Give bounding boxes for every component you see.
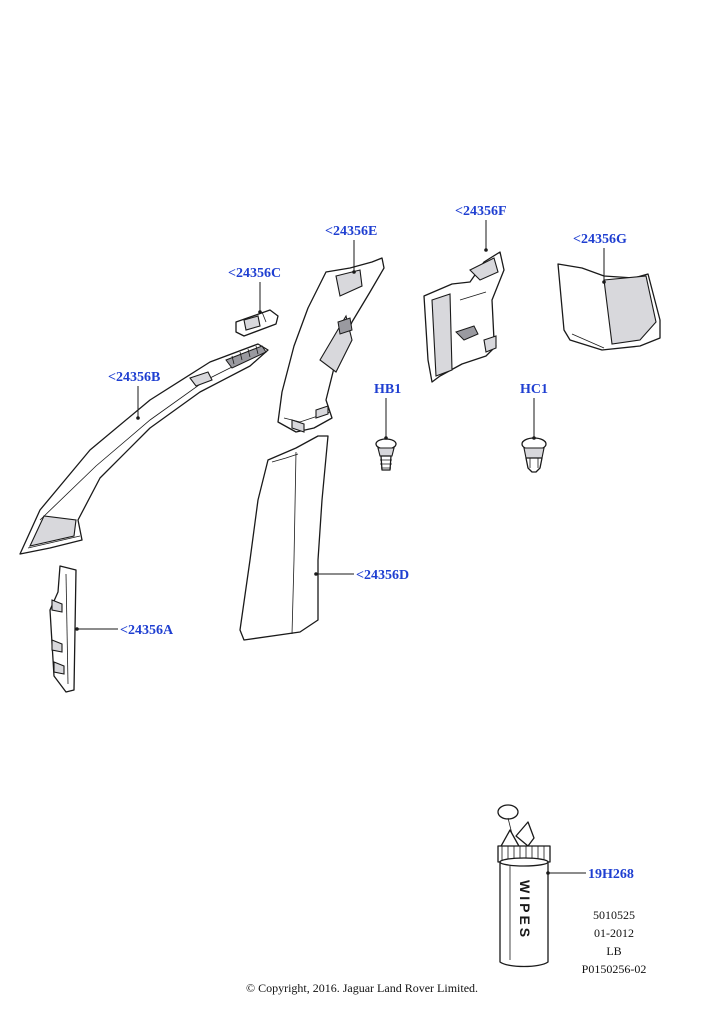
reference-line-3: LB — [606, 944, 622, 958]
part-24356f[interactable] — [423, 251, 505, 383]
fastener-hc1[interactable] — [521, 437, 547, 473]
part-24356a[interactable] — [49, 565, 77, 693]
fastener-hb1[interactable] — [375, 438, 397, 471]
callout-24356b[interactable]: <24356B — [108, 370, 161, 385]
copyright-notice: © Copyright, 2016. Jaguar Land Rover Lim… — [245, 981, 479, 995]
leader-lines — [75, 220, 606, 875]
wipes-label: WIPES — [517, 880, 533, 940]
callout-24356f[interactable]: <24356F — [455, 204, 507, 219]
part-24356e[interactable] — [277, 257, 385, 433]
callout-24356e[interactable]: <24356E — [325, 224, 378, 239]
wipes-canister[interactable] — [497, 804, 551, 968]
callout-24356d[interactable]: <24356D — [356, 568, 410, 583]
reference-line-4: P0150256-02 — [581, 962, 647, 976]
reference-block: 5010525 01-2012 LB P0150256-02 — [570, 906, 658, 978]
callout-24356a[interactable]: <24356A — [120, 623, 174, 638]
callout-hc1[interactable]: HC1 — [520, 382, 548, 397]
part-24356g[interactable] — [557, 263, 661, 351]
part-24356d[interactable] — [239, 435, 329, 641]
callout-19h268[interactable]: 19H268 — [588, 867, 634, 882]
callout-24356c[interactable]: <24356C — [228, 266, 282, 281]
part-24356b[interactable] — [19, 343, 269, 555]
callout-24356g[interactable]: <24356G — [573, 232, 627, 247]
reference-line-1: 5010525 — [593, 908, 635, 922]
callout-hb1[interactable]: HB1 — [374, 382, 402, 397]
reference-line-2: 01-2012 — [594, 926, 634, 940]
part-24356c[interactable] — [235, 309, 279, 337]
